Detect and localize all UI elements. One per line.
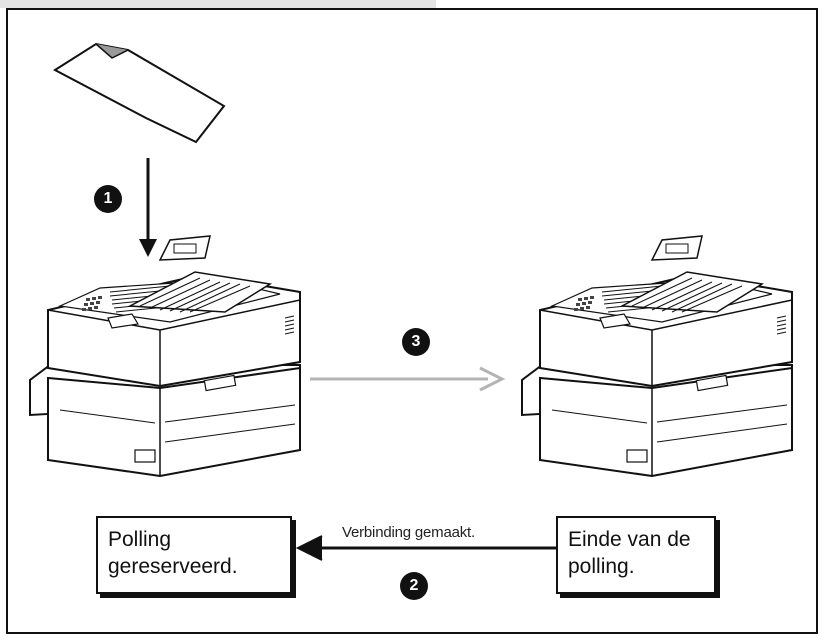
header-shade — [0, 0, 436, 8]
arrow-right-icon — [310, 366, 506, 392]
polling-reserved-box: Polling gereserveerd. — [96, 516, 292, 594]
arrow-left-icon — [295, 535, 556, 561]
step-3-badge: 3 — [402, 328, 430, 356]
step-1-badge: 1 — [94, 185, 122, 213]
diagram-frame — [6, 8, 818, 634]
document-icon — [53, 42, 226, 144]
fax-machine-icon — [521, 235, 793, 477]
polling-end-box: Einde van de polling. — [556, 516, 716, 594]
step-2-badge: 2 — [400, 572, 428, 600]
connection-label: Verbinding gemaakt. — [342, 524, 475, 541]
fax-machine-icon — [29, 235, 301, 477]
